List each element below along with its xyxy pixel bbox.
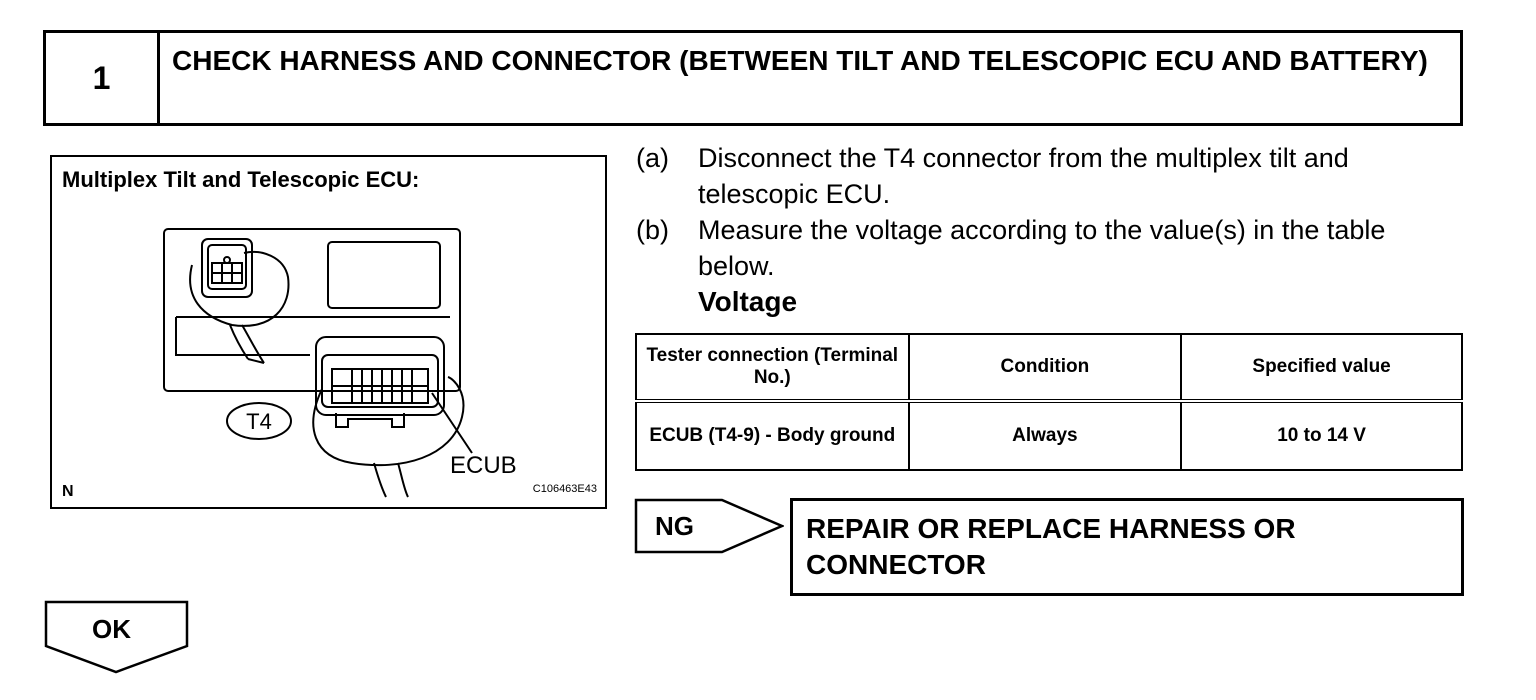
step-header: 1 CHECK HARNESS AND CONNECTOR (BETWEEN T…: [43, 30, 1463, 126]
table-cell: 10 to 14 V: [1180, 400, 1463, 471]
column-header: Tester connection (Terminal No.): [635, 333, 910, 403]
instruction-label: (b): [636, 215, 669, 245]
ng-action-box: REPAIR OR REPLACE HARNESS OR CONNECTOR: [790, 498, 1464, 596]
instruction-item: (b) Measure the voltage according to the…: [636, 212, 1456, 284]
voltage-table: Tester connection (Terminal No.) Conditi…: [635, 333, 1463, 471]
step-number: 1: [46, 33, 160, 123]
ecu-connector-illustration: T4 ECUB: [163, 228, 517, 498]
connector-label: T4: [246, 409, 272, 434]
illustration-code: C106463E43: [532, 483, 597, 495]
instruction-label: (a): [636, 143, 669, 173]
instruction-list: (a) Disconnect the T4 connector from the…: [636, 140, 1456, 320]
instruction-item: (a) Disconnect the T4 connector from the…: [636, 140, 1456, 212]
figure-corner-mark: N: [62, 483, 74, 500]
table-cell: ECUB (T4-9) - Body ground: [635, 400, 910, 471]
ng-arrow-shape: [634, 498, 784, 554]
table-cell: Always: [907, 400, 1183, 471]
ok-label: OK: [92, 614, 131, 644]
instruction-text: Measure the voltage according to the val…: [698, 215, 1386, 281]
ng-label: NG: [655, 511, 694, 541]
column-header: Specified value: [1180, 333, 1463, 403]
connector-figure: Multiplex Tilt and Telescopic ECU:: [50, 155, 607, 509]
table-caption: Voltage: [698, 286, 798, 317]
column-header: Condition: [907, 333, 1183, 403]
figure-title: Multiplex Tilt and Telescopic ECU:: [62, 167, 420, 192]
table-row: ECUB (T4-9) - Body ground Always 10 to 1…: [635, 400, 1463, 471]
step-title: CHECK HARNESS AND CONNECTOR (BETWEEN TIL…: [172, 45, 1428, 76]
ok-arrow-shape: [44, 600, 189, 674]
instruction-text: Disconnect the T4 connector from the mul…: [698, 143, 1349, 209]
terminal-label: ECUB: [450, 452, 517, 479]
table-header-row: Tester connection (Terminal No.) Conditi…: [635, 333, 1463, 403]
